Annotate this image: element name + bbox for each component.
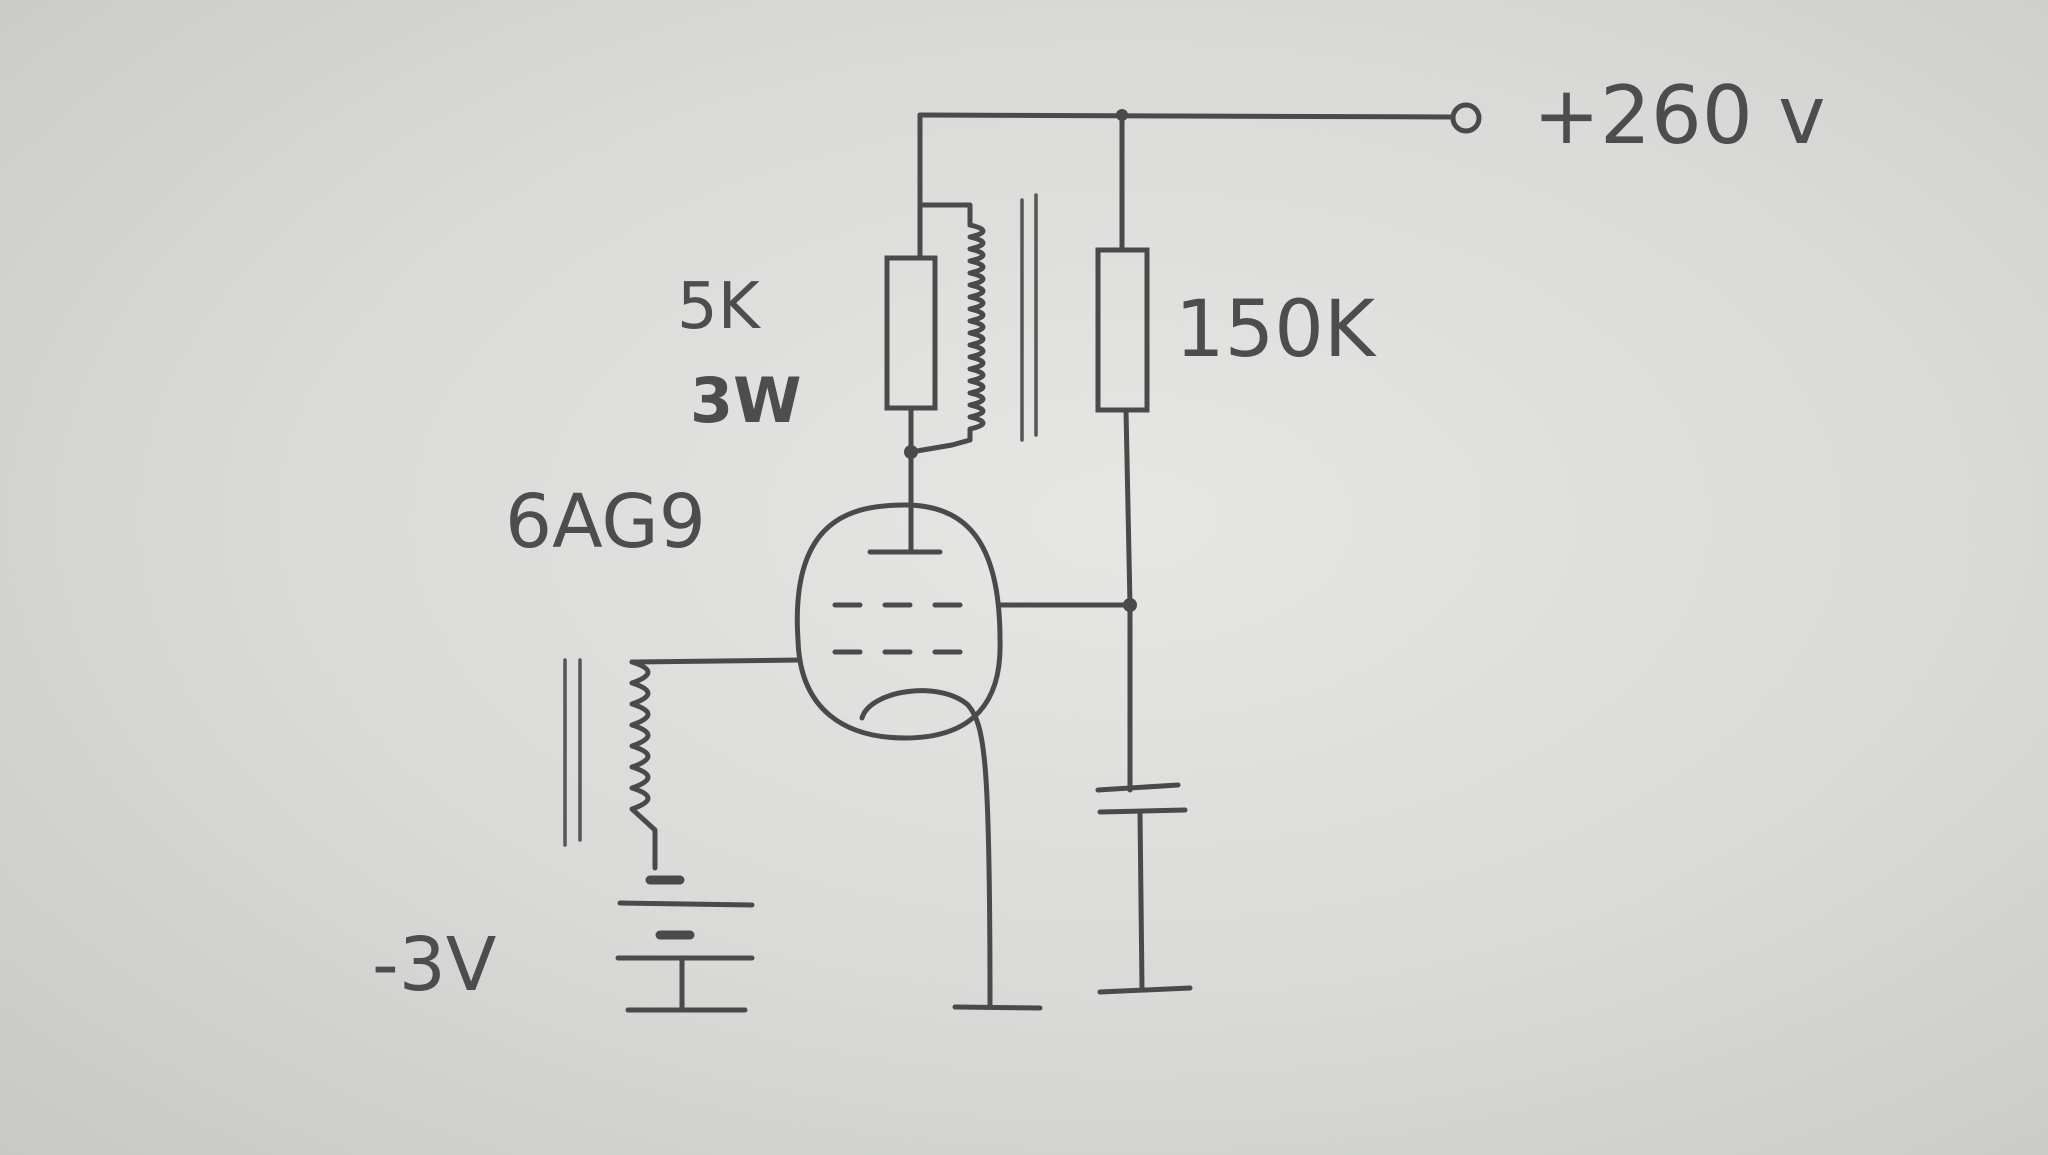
capacitor-plate-top <box>1095 782 1181 793</box>
cathode-ground <box>952 1004 1043 1011</box>
supply-rail <box>917 112 1455 120</box>
plate-resistor <box>884 255 938 411</box>
supply-terminal <box>1450 102 1482 134</box>
capacitor-plate-bottom <box>1097 807 1188 815</box>
parallel-top-wire <box>917 202 973 228</box>
plate-resistor-power-label: 3W <box>690 364 802 437</box>
inductor-bottom-wire <box>908 437 973 455</box>
supply-voltage-label: +260 v <box>1533 69 1826 162</box>
screen-resistor-bottom-lead <box>1123 407 1133 608</box>
battery-plate-2 <box>617 900 755 908</box>
bias-voltage-label: -3V <box>372 922 497 1008</box>
grid-inductor <box>629 659 658 871</box>
tube-envelope <box>794 502 1003 741</box>
tube-type-label: 6AG9 <box>505 479 706 565</box>
tube-cathode <box>859 688 993 1008</box>
plate-inductor <box>967 222 986 443</box>
screen-resistor-label: 150K <box>1175 285 1377 375</box>
grid-wire <box>629 657 803 665</box>
capacitor-bottom-lead <box>1137 809 1145 991</box>
screen-resistor <box>1095 247 1150 413</box>
capacitor-ground <box>1097 985 1193 995</box>
plate-resistor-value-label: 5K <box>677 270 762 344</box>
